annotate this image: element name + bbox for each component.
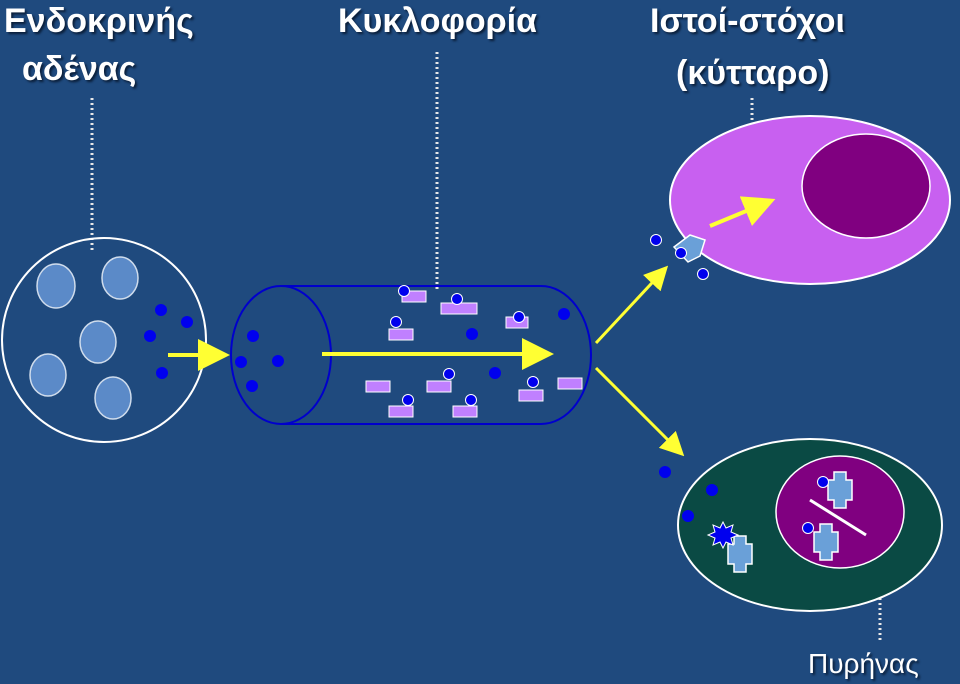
- hormone-molecule: [682, 510, 694, 522]
- hormone-molecule: [272, 355, 284, 367]
- hormone-molecule: [706, 484, 718, 496]
- carrier-protein: [388, 328, 414, 341]
- gland-vesicle: [79, 320, 117, 364]
- free-hormone: [558, 308, 570, 320]
- hormone-molecule: [246, 380, 258, 392]
- cytoplasmic-receptor: [727, 535, 753, 573]
- dna-strand: [809, 498, 867, 537]
- carrier-protein: [557, 377, 583, 390]
- carrier-protein: [452, 405, 478, 418]
- gland-label-line1: Ενδοκρινής: [4, 2, 194, 40]
- hormone-molecule: [181, 316, 193, 328]
- bound-hormone: [465, 394, 477, 406]
- hormone-molecule: [650, 234, 662, 246]
- gland-vesicle: [36, 263, 76, 309]
- bound-hormone: [390, 316, 402, 328]
- free-hormone: [489, 367, 501, 379]
- free-hormone: [466, 328, 478, 340]
- bound-hormone: [402, 394, 414, 406]
- hormone-molecule: [144, 330, 156, 342]
- hormone-molecule: [817, 476, 829, 488]
- target-cell: [650, 115, 951, 285]
- hormone-molecule: [235, 356, 247, 368]
- carrier-protein: [426, 380, 452, 393]
- gland-label-line2: αδένας: [22, 50, 137, 88]
- activated-hormone-burst: [706, 520, 740, 550]
- carrier-protein: [518, 389, 544, 402]
- nuclear-receptor: [813, 523, 839, 561]
- bound-hormone: [398, 285, 410, 297]
- arrow-to-target-cell: [594, 265, 669, 345]
- arrow-to-second-cell: [594, 366, 685, 457]
- gland-vesicle: [29, 353, 67, 397]
- bound-hormone: [443, 368, 455, 380]
- target-label-line1: Ιστοί-στόχοι: [650, 2, 846, 40]
- secreted-hormones: [144, 304, 284, 392]
- hormone-molecule: [802, 522, 814, 534]
- bound-hormone: [527, 376, 539, 388]
- second-target-cell: [659, 438, 943, 612]
- second-cell-nucleus: [775, 455, 905, 569]
- carrier-protein: [365, 380, 391, 393]
- hormone-molecule: [156, 367, 168, 379]
- target-cell-nucleus: [801, 133, 931, 239]
- hormone-molecule: [247, 330, 259, 342]
- hormone-molecule: [675, 247, 687, 259]
- bound-hormone: [513, 311, 525, 323]
- gland-vesicle: [94, 376, 132, 420]
- bound-hormone: [451, 293, 463, 305]
- nucleus-label: Πυρήνας: [808, 648, 919, 679]
- gland-vesicle: [101, 256, 139, 300]
- vessel-contents: [365, 285, 583, 418]
- carrier-protein: [388, 405, 414, 418]
- hormone-molecule: [659, 466, 671, 478]
- hormone-molecule: [697, 268, 709, 280]
- circulation-label: Κυκλοφορία: [338, 2, 538, 40]
- endocrine-gland: [1, 237, 207, 443]
- hormone-molecule: [155, 304, 167, 316]
- target-label-line2: (κύτταρο): [676, 54, 830, 92]
- signal-arrow: [709, 196, 776, 228]
